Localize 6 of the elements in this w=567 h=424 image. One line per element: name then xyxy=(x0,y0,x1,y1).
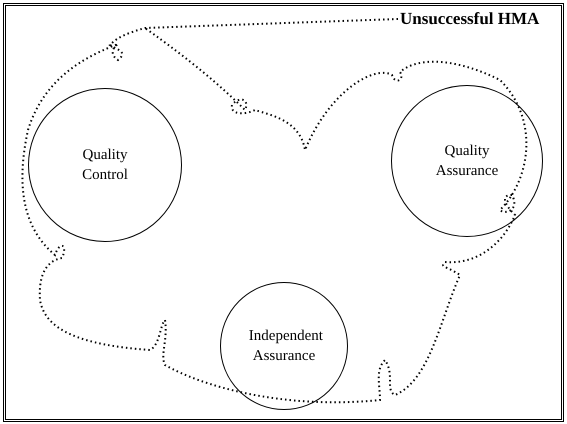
circle-node xyxy=(220,282,348,410)
annotation-label: Unsuccessful HMA xyxy=(400,9,540,29)
node-label: Quality Assurance xyxy=(434,142,500,181)
circle-node xyxy=(28,88,182,242)
circle-node xyxy=(391,85,543,237)
node-label: Quality Control xyxy=(81,146,129,185)
